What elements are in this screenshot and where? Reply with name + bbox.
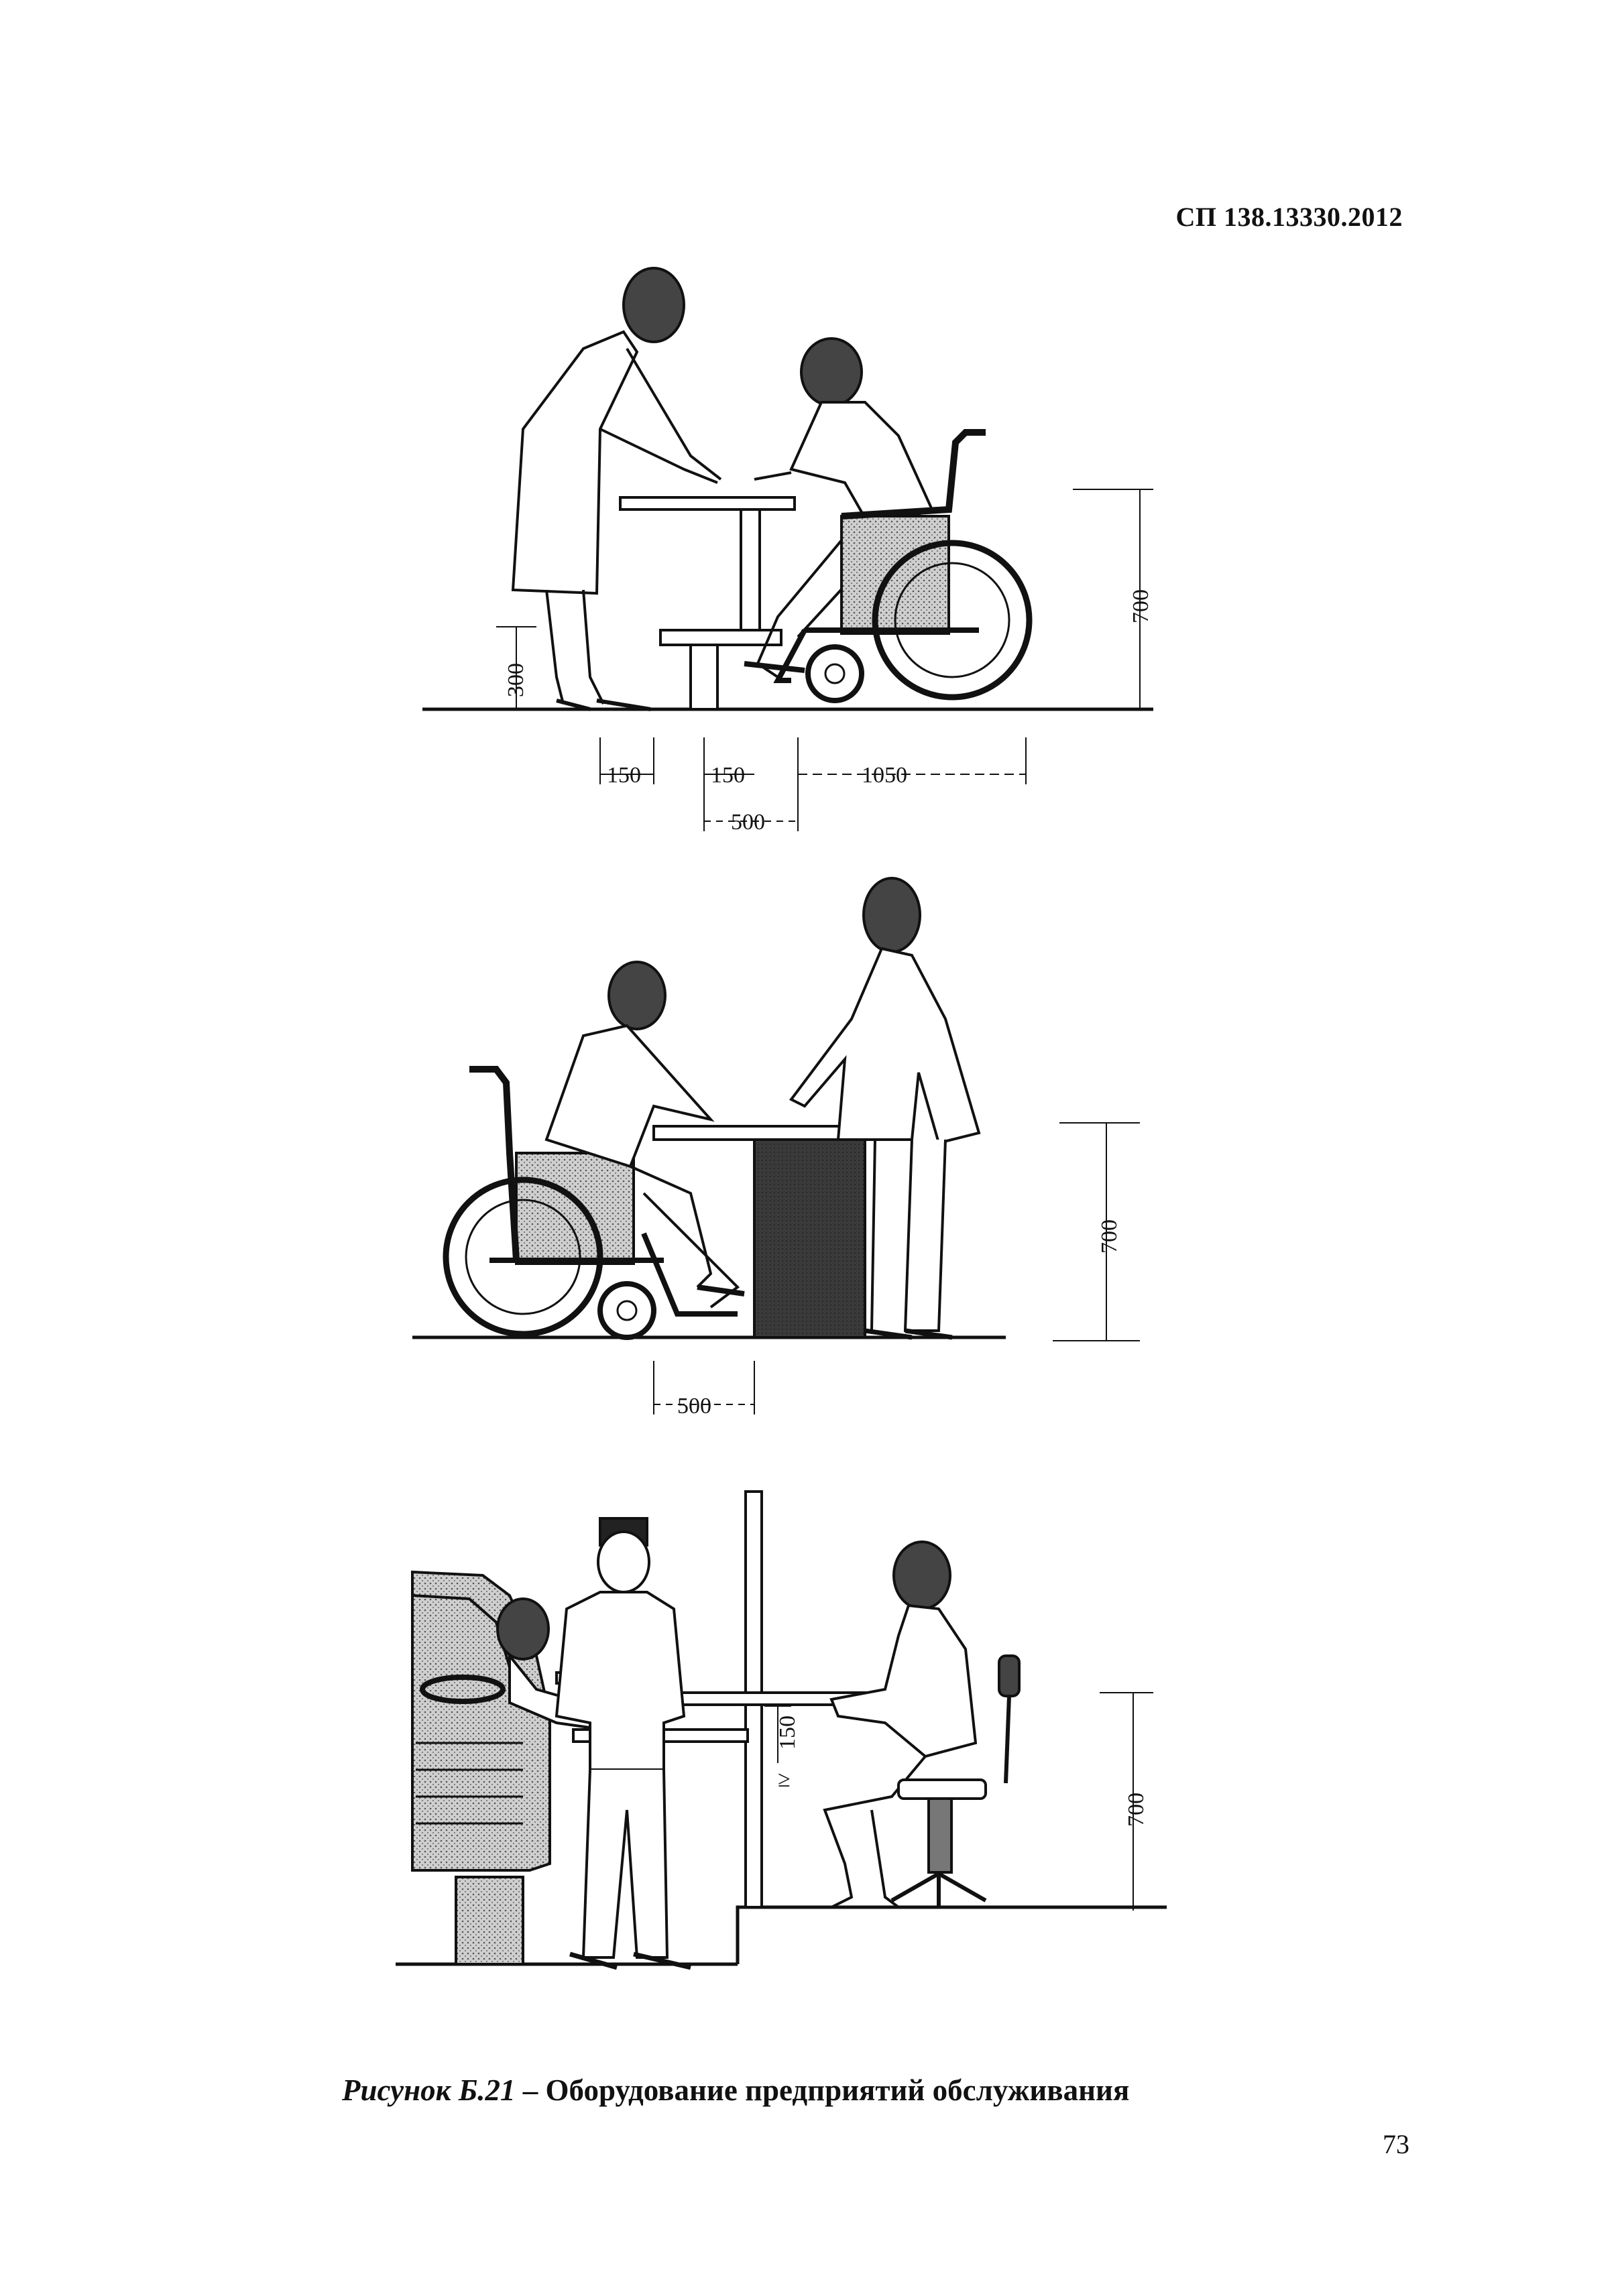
panel-1-dimensions <box>496 489 1153 831</box>
wheelchair-panel-1 <box>773 429 1033 703</box>
p3-dim-700: 700 <box>1124 1793 1149 1827</box>
p3-dim-ge-sign: ≥ <box>778 1767 791 1792</box>
counter-body <box>753 1138 866 1339</box>
wheelchair-panel-2 <box>443 1066 738 1340</box>
p1-dim-300: 300 <box>504 663 528 697</box>
bench-leg <box>689 644 719 711</box>
figure-caption: Рисунок Б.21 – Оборудование предприятий … <box>342 2073 1129 2108</box>
p2-dim-500: 500 <box>677 1394 711 1418</box>
panel-1-table-with-wheelchair <box>422 267 1153 831</box>
panel-2-dimensions <box>653 1122 1140 1414</box>
figure-caption-label: Рисунок Б.21 <box>342 2073 516 2107</box>
attendant-figure <box>555 1517 691 1970</box>
p2-dim-700: 700 <box>1097 1219 1122 1254</box>
p1-dim-1050: 1050 <box>862 763 907 788</box>
p1-dim-150-a: 150 <box>607 763 641 788</box>
panel-3-service-window <box>396 1490 1167 1970</box>
table-top <box>619 496 796 511</box>
p1-dim-500: 500 <box>731 810 765 835</box>
p3-dim-150: 150 <box>775 1715 800 1750</box>
seated-clerk-figure <box>823 1540 978 1909</box>
figure-caption-dash: – <box>515 2073 546 2107</box>
standing-man-figure <box>789 877 981 1340</box>
wheelchair-user-figure <box>744 337 934 678</box>
page-number: 73 <box>1383 2129 1409 2159</box>
office-chair-figure <box>890 1654 1021 1907</box>
standing-woman-figure <box>511 267 722 711</box>
figure-caption-text: Оборудование предприятий обслуживания <box>545 2073 1130 2107</box>
floor-step <box>736 1905 1167 1964</box>
p1-dim-700: 700 <box>1128 589 1153 623</box>
document-code: СП 138.13330.2012 <box>1175 202 1403 232</box>
panel-3-dimensions <box>764 1692 1153 1911</box>
panel-2-counter-with-wheelchair <box>412 877 1140 1414</box>
bench <box>659 629 782 646</box>
table-leg <box>740 508 761 631</box>
seated-man-figure <box>544 961 745 1309</box>
p1-dim-150-b: 150 <box>711 763 745 788</box>
